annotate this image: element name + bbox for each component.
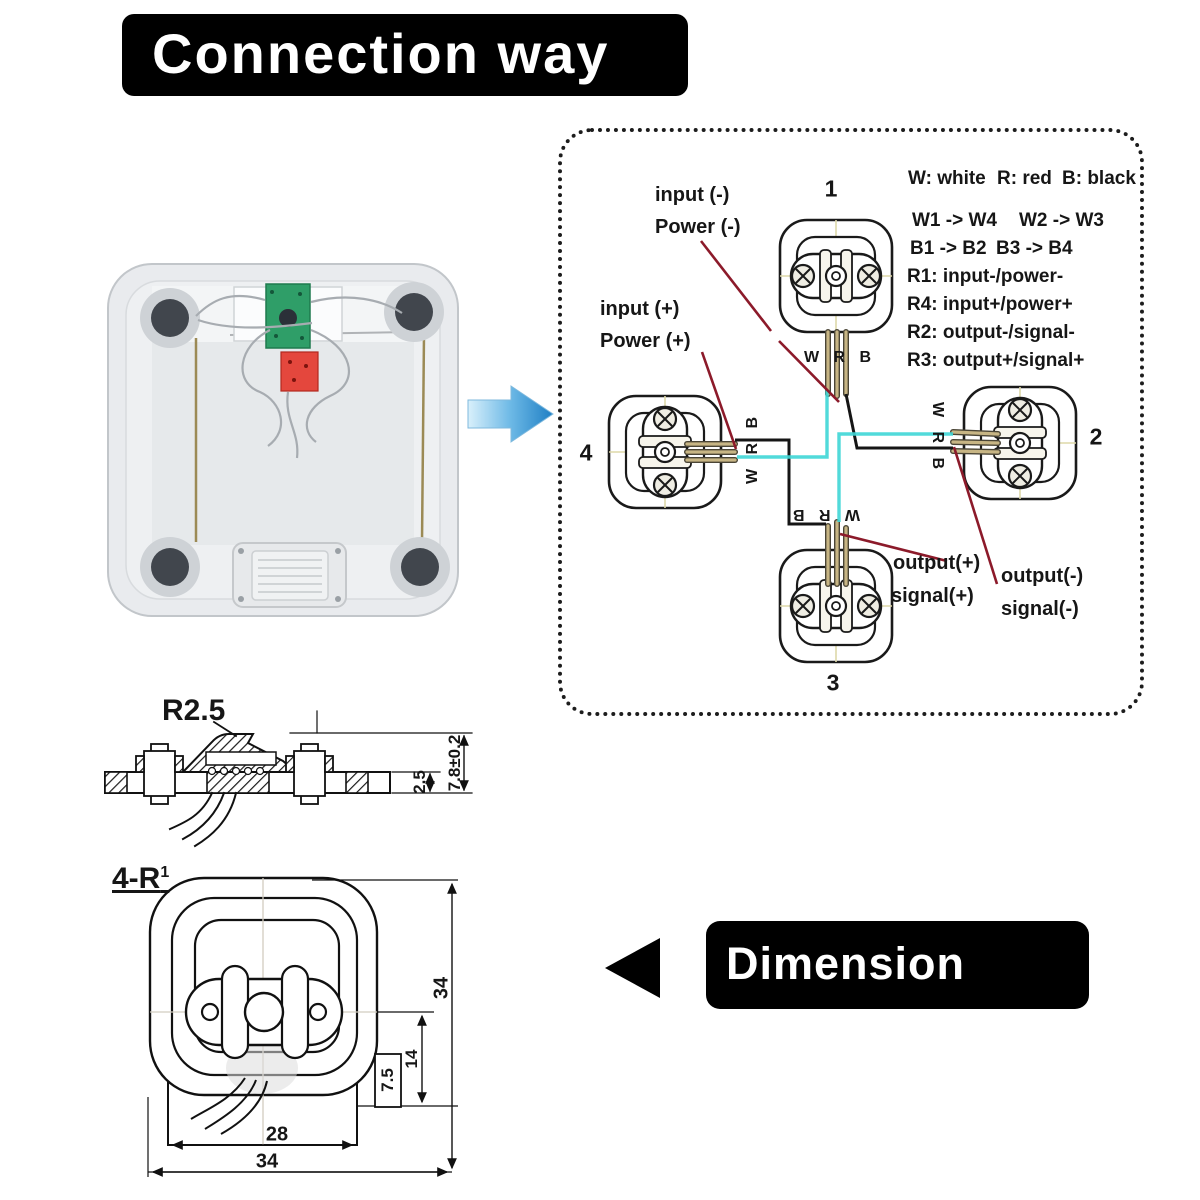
dim-thickness: 2.5: [410, 770, 429, 794]
dim-tab-offset: 14: [402, 1049, 421, 1069]
wiring-diagram-border: [558, 128, 1144, 716]
top-view-drawing: [147, 876, 458, 1177]
dimension-label: Dimension: [726, 938, 966, 989]
label-input-minus: input (-): [655, 184, 730, 206]
legend-color-w: W: white: [908, 168, 986, 189]
wrb-label-cell4: W R B: [744, 411, 761, 485]
radius-label: R2.5: [162, 694, 226, 727]
legend-map-b1b2: B1 -> B2: [910, 238, 987, 259]
legend-map-w2w3: W2 -> W3: [1019, 210, 1104, 231]
connection-way-label: Connection way: [152, 22, 610, 85]
wrb-label-cell2: W R B: [929, 401, 946, 475]
battery-compartment: [232, 542, 347, 608]
dim-overall-height: 34: [430, 976, 453, 1000]
legend-pin-r2: R2: output-/signal-: [907, 322, 1075, 343]
label-input-plus: input (+): [600, 298, 680, 320]
label-output-minus: output(-): [1001, 565, 1084, 587]
legend-color-b: B: black: [1062, 168, 1136, 189]
red-component: [280, 351, 319, 392]
legend-pin-r1: R1: input-/power-: [907, 266, 1064, 287]
legend-pin-r3: R3: output+/signal+: [907, 350, 1085, 371]
cell-number-4: 4: [579, 439, 593, 466]
cell-number-3: 3: [826, 669, 840, 696]
cell-number-1: 1: [824, 175, 838, 202]
label-signal-minus: signal(-): [1001, 598, 1079, 620]
label-output-plus: output(+): [893, 552, 981, 574]
wrb-label-cell3: W R B: [787, 506, 861, 523]
dimension-arrow-icon: [605, 938, 660, 998]
dimension-badge: Dimension: [706, 921, 1089, 1009]
legend-pin-r4: R4: input+/power+: [907, 294, 1073, 315]
legend-color-r: R: red: [997, 168, 1052, 189]
dim-height: 7.8±0.2: [445, 734, 464, 792]
legend-map-w1w4: W1 -> W4: [912, 210, 997, 231]
label-power-plus: Power (+): [600, 330, 691, 352]
dim-overall-width: 34: [255, 1150, 279, 1173]
wrb-label-cell1: W R B: [803, 349, 877, 366]
cell-number-2: 2: [1089, 423, 1103, 450]
dim-tab-width: 7.5: [378, 1068, 397, 1092]
label-signal-plus: signal(+): [891, 585, 974, 607]
flow-arrow-icon: [467, 385, 554, 443]
dim-inner-width: 28: [265, 1123, 289, 1146]
green-pcb: [265, 283, 311, 349]
connection-way-badge: Connection way: [122, 14, 688, 96]
legend-map-b3b4: B3 -> B4: [996, 238, 1073, 259]
scale-photo: [107, 263, 459, 617]
scale-wires: [195, 295, 403, 459]
corner-radius-label: 4-R1: [112, 862, 170, 895]
label-power-minus: Power (-): [655, 216, 741, 238]
